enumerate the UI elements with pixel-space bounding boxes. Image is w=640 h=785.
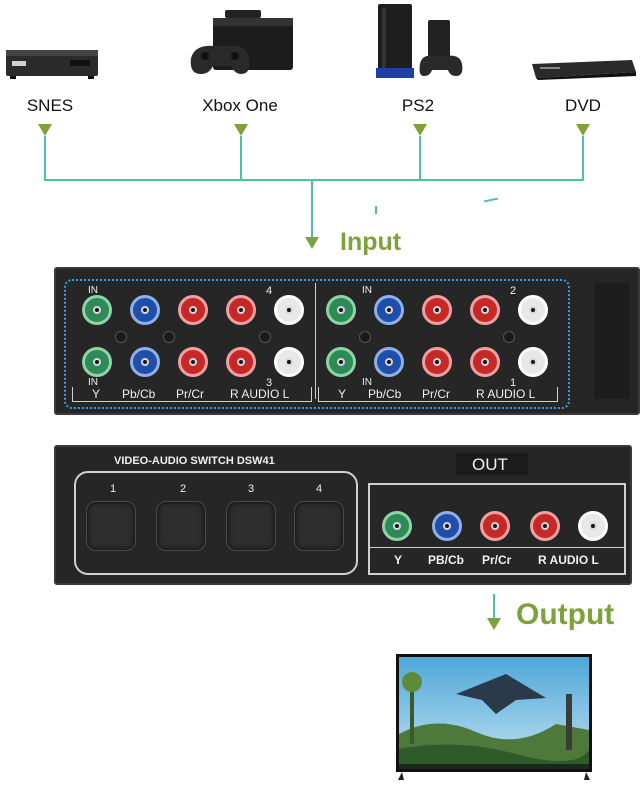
jack-pr-in4[interactable] [178, 295, 208, 325]
jack-y-in1[interactable] [326, 347, 356, 377]
input-number-1: 1 [510, 377, 517, 389]
output-frame [368, 483, 626, 575]
input-number-4: 4 [266, 285, 273, 297]
arrow-down-icon [38, 124, 52, 136]
label-pr: Pr/Cr [176, 387, 204, 401]
connector-line [582, 136, 584, 180]
arrow-down-icon [576, 124, 590, 136]
button-group-frame [74, 471, 358, 575]
arrow-down-icon [487, 618, 501, 630]
button-number-1: 1 [110, 483, 117, 495]
connector-bus [44, 179, 584, 181]
input-label: Input [340, 228, 402, 256]
screw [503, 331, 515, 343]
jack-audio-r-in3[interactable] [226, 347, 256, 377]
connector-line [44, 136, 46, 180]
jack-audio-r-in1[interactable] [470, 347, 500, 377]
jack-pb-in4[interactable] [130, 295, 160, 325]
arrow-down-icon [305, 237, 319, 249]
jack-audio-l-in3[interactable] [274, 347, 304, 377]
jack-pb-in1[interactable] [374, 347, 404, 377]
label-frame [318, 387, 558, 402]
snes-console-icon [4, 44, 100, 82]
switch-button-2[interactable] [156, 501, 206, 551]
jack-pr-out[interactable] [480, 511, 510, 541]
label-pr: Pr/Cr [422, 387, 450, 401]
out-label-audio: R AUDIO L [538, 553, 599, 567]
source-label-snes: SNES [26, 96, 74, 115]
screw [163, 331, 175, 343]
label-audio: R AUDIO L [476, 387, 536, 401]
in-label: IN [362, 285, 372, 296]
stray-mark [375, 206, 377, 214]
stray-mark [483, 197, 499, 203]
label-frame [72, 387, 312, 402]
xbox-console-icon [185, 8, 297, 84]
arrow-down-icon [234, 124, 248, 136]
button-number-2: 2 [180, 483, 187, 495]
jack-y-in2[interactable] [326, 295, 356, 325]
jack-pr-in3[interactable] [178, 347, 208, 377]
jack-pb-in3[interactable] [130, 347, 160, 377]
switch-button-4[interactable] [294, 501, 344, 551]
source-label-dvd: DVD [565, 96, 601, 115]
screw [259, 331, 271, 343]
jack-audio-l-in4[interactable] [274, 295, 304, 325]
jack-pb-out[interactable] [432, 511, 462, 541]
screw [359, 331, 371, 343]
out-label-pr: Pr/Cr [482, 553, 512, 567]
input-panel: IN 4 IN 3 Y Pb/Cb Pr/Cr R AUDIO L IN 2 I… [54, 267, 640, 415]
arrow-down-icon [413, 124, 427, 136]
in-label: IN [88, 377, 98, 388]
connector-line [240, 136, 242, 180]
jack-audio-r-in2[interactable] [470, 295, 500, 325]
label-y: Y [92, 387, 101, 401]
ps2-console-icon [372, 2, 468, 82]
jack-y-out[interactable] [382, 511, 412, 541]
jack-pr-in1[interactable] [422, 347, 452, 377]
label-pb: Pb/Cb [368, 387, 402, 401]
jack-audio-r-out[interactable] [530, 511, 560, 541]
jack-y-in3[interactable] [82, 347, 112, 377]
switch-button-1[interactable] [86, 501, 136, 551]
label-pb: Pb/Cb [122, 387, 156, 401]
jack-pr-in2[interactable] [422, 295, 452, 325]
source-label-xbox: Xbox One [202, 96, 278, 115]
output-label: Output [516, 598, 615, 631]
input-number-2: 2 [510, 285, 517, 297]
in-label: IN [362, 377, 372, 388]
button-number-3: 3 [248, 483, 255, 495]
jack-audio-r-in4[interactable] [226, 295, 256, 325]
label-y: Y [338, 387, 347, 401]
input-highlight-border [64, 279, 570, 409]
jack-audio-l-in1[interactable] [518, 347, 548, 377]
input-number-3: 3 [266, 377, 273, 389]
dvd-player-icon [528, 58, 638, 82]
jack-audio-l-in2[interactable] [518, 295, 548, 325]
output-label-divider [370, 547, 624, 548]
jack-y-in4[interactable] [82, 295, 112, 325]
out-label-box [456, 453, 528, 475]
out-label-y: Y [394, 553, 403, 567]
connector-line [419, 136, 421, 180]
switch-title: VIDEO-AUDIO SWITCH DSW41 [114, 455, 275, 467]
switch-button-3[interactable] [226, 501, 276, 551]
screw [115, 331, 127, 343]
tv-icon [396, 654, 592, 780]
switch-panel: VIDEO-AUDIO SWITCH DSW41 OUT 1 2 3 4 Y P… [54, 445, 632, 585]
jack-pb-in2[interactable] [374, 295, 404, 325]
panel-end-cap [594, 283, 630, 399]
button-number-4: 4 [316, 483, 323, 495]
connector-line [493, 594, 495, 624]
out-label: OUT [472, 455, 508, 474]
panel-divider [315, 283, 316, 399]
jack-audio-l-out[interactable] [578, 511, 608, 541]
connector-line [311, 179, 313, 239]
out-label-pb: PB/Cb [428, 553, 464, 567]
in-label: IN [88, 285, 98, 296]
label-audio: R AUDIO L [230, 387, 290, 401]
source-label-ps2: PS2 [401, 96, 435, 115]
